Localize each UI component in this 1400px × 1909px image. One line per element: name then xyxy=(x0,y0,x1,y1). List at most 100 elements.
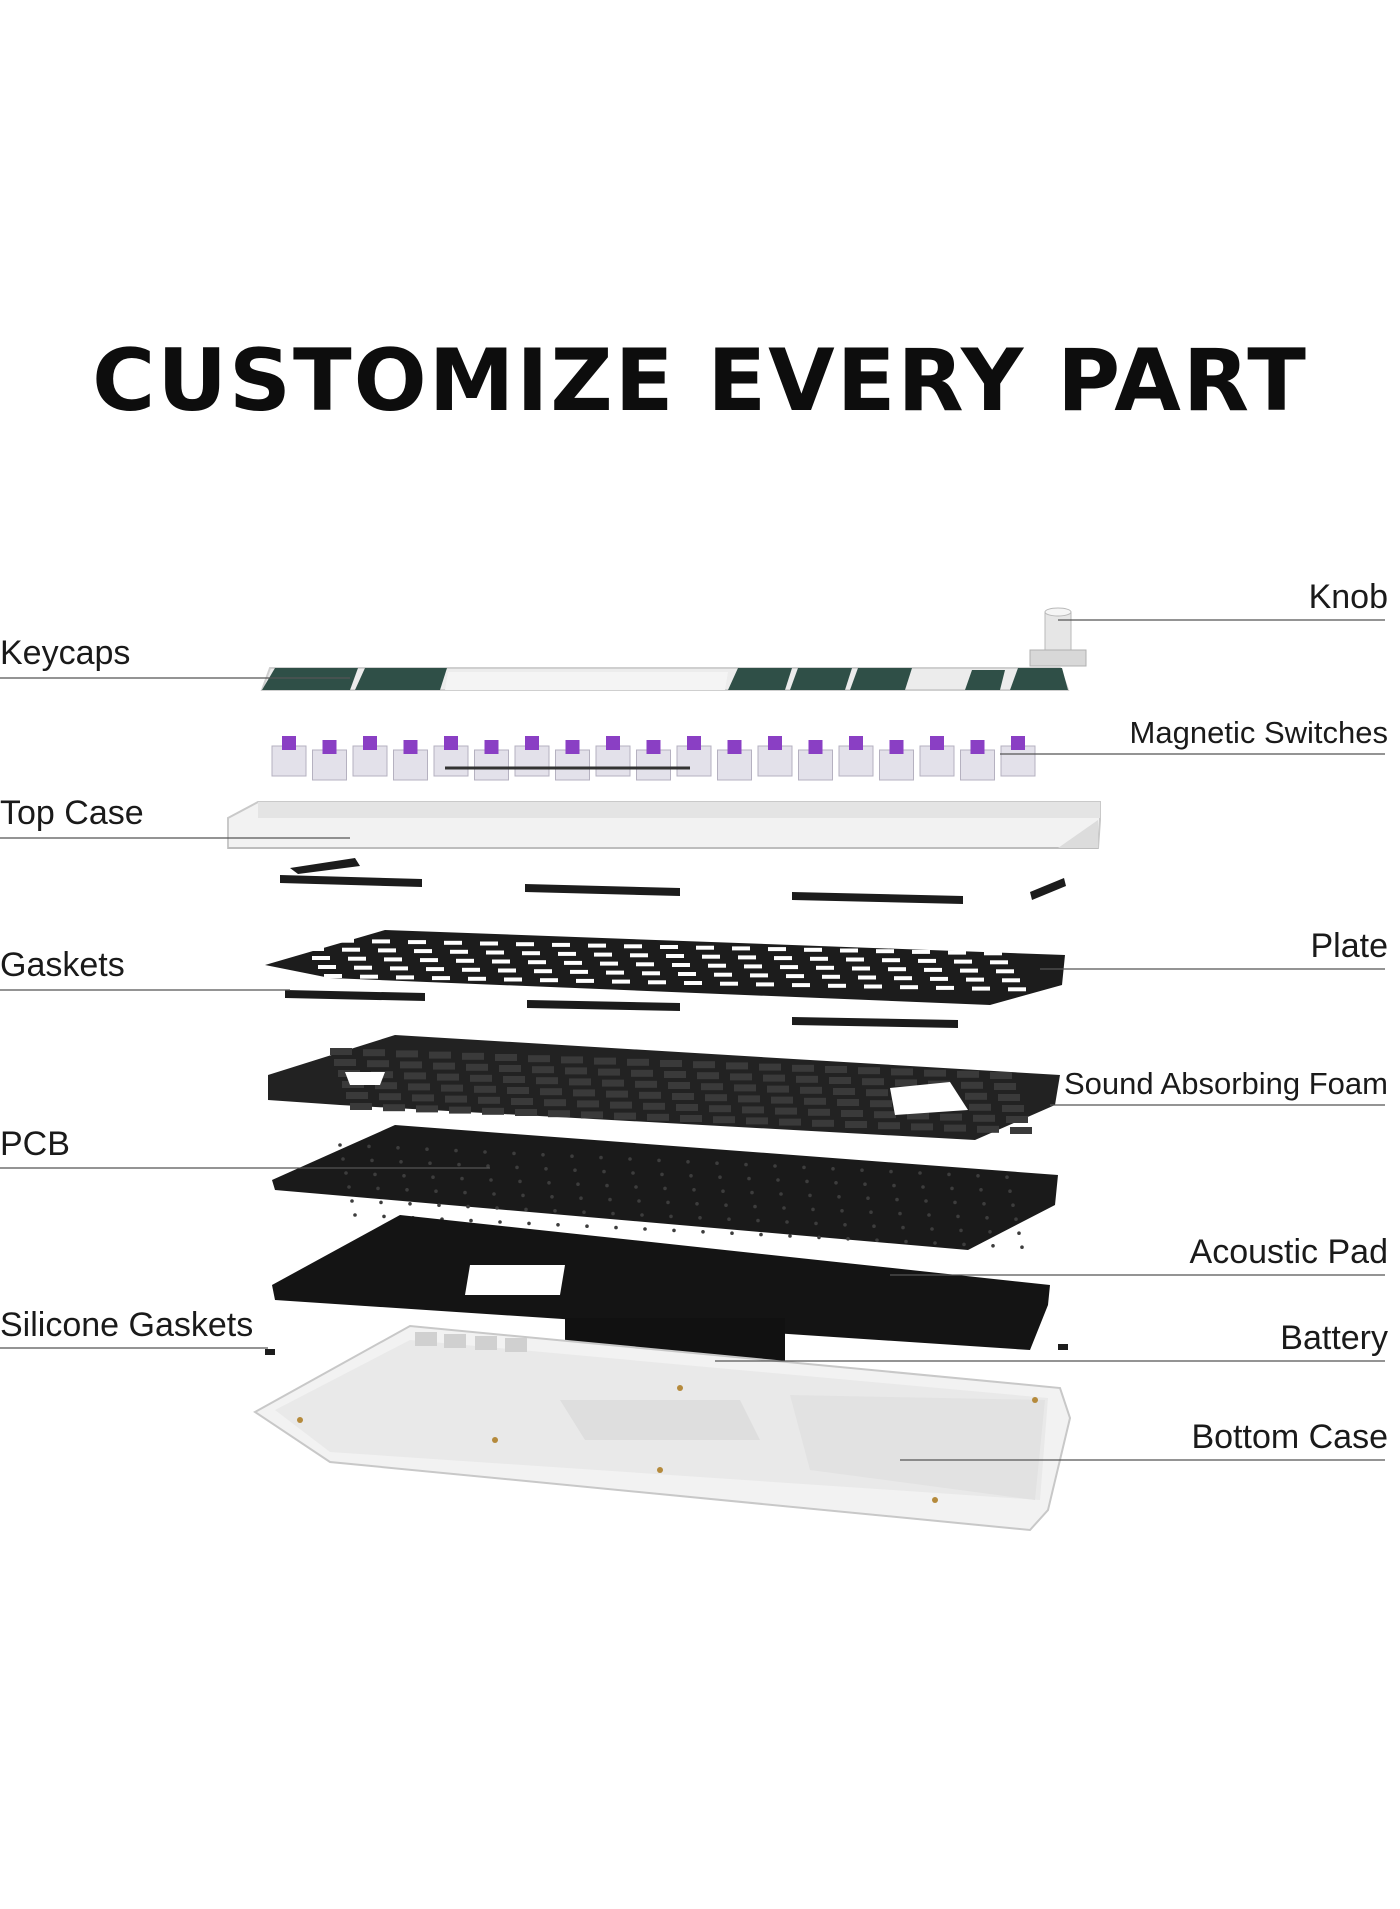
plate-hole xyxy=(732,946,750,951)
foam-cell xyxy=(466,1063,488,1071)
pcb-pad xyxy=(469,1218,473,1223)
foam-cell xyxy=(812,1119,834,1127)
label-battery: Battery xyxy=(1280,1319,1388,1357)
lower-gaskets xyxy=(285,990,958,1028)
plate-hole xyxy=(720,981,738,986)
pcb-pad xyxy=(840,1209,844,1213)
pcb-pad xyxy=(988,1230,992,1234)
pcb-layer xyxy=(272,1125,1058,1250)
plate-hole xyxy=(972,986,990,991)
plate-hole xyxy=(576,978,594,983)
pcb-pad xyxy=(976,1174,980,1178)
pcb-pad xyxy=(463,1190,467,1195)
foam-cell xyxy=(676,1104,698,1111)
plate-hole xyxy=(894,976,912,981)
foam-cell xyxy=(878,1122,900,1130)
pcb-pad xyxy=(788,1234,792,1238)
plate-hole xyxy=(414,949,432,954)
foam-cell xyxy=(866,1089,888,1097)
foam-cell xyxy=(940,1113,962,1121)
pcb-pad xyxy=(570,1154,574,1158)
pcb-pad xyxy=(350,1199,354,1203)
foam-cell xyxy=(511,1098,533,1105)
foam-cell xyxy=(383,1104,405,1112)
plate-hole xyxy=(738,955,756,960)
pcb-pad xyxy=(927,1213,931,1217)
plate-hole xyxy=(708,963,726,968)
foam-cell xyxy=(544,1099,566,1107)
foam-cell xyxy=(829,1077,851,1084)
foam-cell xyxy=(924,1069,946,1077)
pcb-pad xyxy=(599,1155,603,1160)
pcb-pad xyxy=(672,1228,676,1233)
foam-cell xyxy=(693,1061,715,1069)
foam-cell xyxy=(845,1121,867,1128)
plate-hole xyxy=(420,958,438,963)
switch xyxy=(555,740,590,781)
switch xyxy=(717,740,752,781)
foam-cell xyxy=(532,1066,554,1074)
plate-hole xyxy=(354,965,372,970)
silicone-gasket-pieces xyxy=(265,1344,1068,1355)
foam-cell xyxy=(965,1092,987,1100)
foam-cell xyxy=(350,1103,372,1110)
pcb-pad xyxy=(492,1192,496,1196)
pcb-pad xyxy=(515,1165,519,1170)
switch xyxy=(838,736,874,777)
pcb-pad xyxy=(692,1188,696,1192)
pcb-pad xyxy=(817,1235,821,1240)
foam-cell xyxy=(474,1085,496,1093)
switch xyxy=(636,740,671,781)
foam-cell xyxy=(598,1068,620,1076)
switch xyxy=(1000,736,1036,777)
upper-gaskets xyxy=(280,858,1066,904)
plate-hole xyxy=(648,980,666,985)
pcb-pad xyxy=(727,1217,731,1221)
pcb-pad xyxy=(892,1183,896,1188)
foam-cell xyxy=(771,1096,793,1104)
pcb-pad xyxy=(544,1167,548,1171)
plate-hole xyxy=(684,981,702,985)
foam-cell xyxy=(767,1085,789,1093)
plate-hole xyxy=(750,973,768,978)
foam-cell xyxy=(429,1051,451,1059)
pcb-pad xyxy=(396,1146,400,1150)
label-keycaps: Keycaps xyxy=(0,634,131,672)
pcb-pad xyxy=(779,1192,783,1196)
pcb-pad xyxy=(860,1168,864,1172)
plate-hole xyxy=(378,948,396,953)
foam-cell xyxy=(482,1107,504,1115)
plate-hole xyxy=(822,974,840,979)
plate-hole xyxy=(996,969,1014,974)
switch xyxy=(595,736,631,777)
pcb-pad xyxy=(373,1172,377,1177)
foam-cell xyxy=(503,1076,525,1083)
plate-hole xyxy=(852,966,870,971)
foam-cell xyxy=(837,1099,859,1106)
plate-hole xyxy=(912,949,930,954)
plate-hole xyxy=(624,944,642,949)
foam-cell xyxy=(404,1072,426,1080)
plate-hole xyxy=(1008,987,1026,992)
pcb-pad xyxy=(785,1220,789,1224)
plate-hole xyxy=(948,950,966,955)
plate-hole xyxy=(882,958,900,963)
plate-hole xyxy=(348,956,366,961)
pcb-pad xyxy=(582,1210,586,1214)
foam-cell xyxy=(891,1068,913,1076)
pcb-pad xyxy=(341,1157,345,1161)
foam-cell xyxy=(697,1072,719,1080)
plate-hole xyxy=(360,974,378,979)
label-sound-absorbing-foam: Sound Absorbing Foam xyxy=(1064,1066,1388,1101)
switch xyxy=(312,740,347,781)
plate-hole xyxy=(786,974,804,979)
foam-cell xyxy=(870,1100,892,1108)
switch xyxy=(474,740,509,781)
switches-layer xyxy=(271,736,1036,781)
plate-hole xyxy=(630,953,648,958)
foam-cell xyxy=(990,1072,1012,1079)
pcb-pad xyxy=(950,1186,954,1191)
foam-cell xyxy=(759,1063,781,1071)
plate-hole xyxy=(384,957,402,962)
